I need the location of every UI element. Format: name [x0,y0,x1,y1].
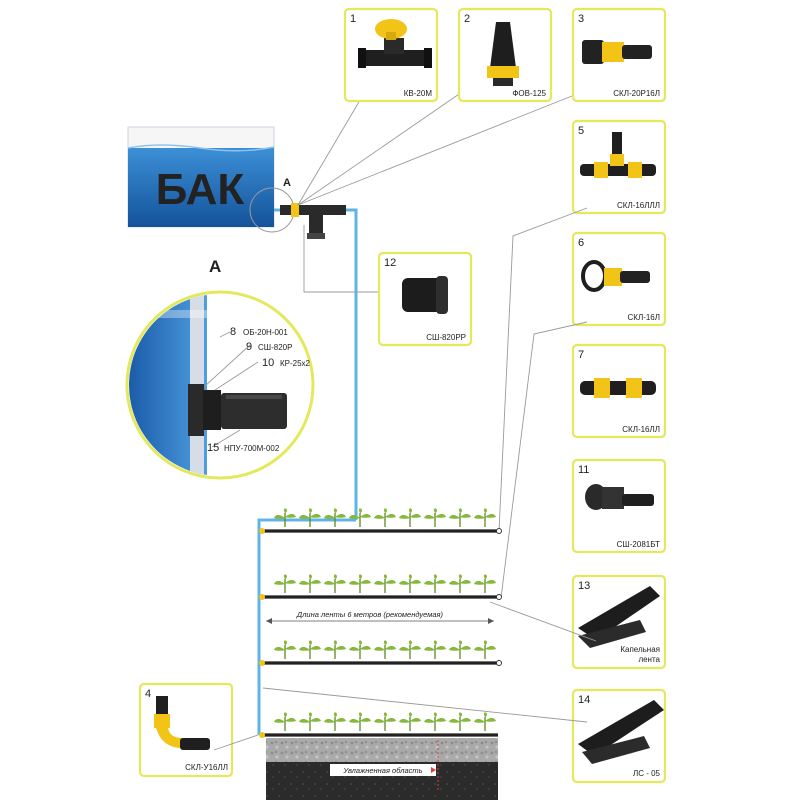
inset-num-9: 9 [246,341,252,353]
filter-icon [487,22,519,86]
part-card-7: 7 СКЛ-16ЛЛ [571,343,667,439]
inset-num-8: 8 [230,326,236,338]
part-code-6: СКЛ-16Л [628,313,661,322]
part-num-1: 1 [350,13,356,25]
part-code-11: СШ-2081БТ [617,540,660,549]
part-code-7: СКЛ-16ЛЛ [622,425,660,434]
part-code-13-line1: Капельная [620,645,660,654]
adapter-icon [585,484,654,510]
part-num-11: 11 [578,464,589,476]
inset-code-8: ОБ-20Н-001 [243,328,288,337]
part-code-14: ЛС - 05 [633,769,661,778]
wet-area-label: Увлажненная область [342,766,422,775]
soil-section: Увлажненная область [266,738,498,800]
part-code-12: СШ-820РР [426,333,466,342]
inset-callout-a: A [209,257,221,276]
part-card-2: 2 ФОВ-125 [457,7,553,103]
part-code-2: ФОВ-125 [512,89,546,98]
inset-code-9: СШ-820Р [258,343,292,352]
coupling-threaded-icon [582,40,652,64]
part-card-3: 3 СКЛ-20Р16Л [571,7,667,103]
part-card-12: 12 СШ-820РР [377,251,473,347]
end-plug-icon [581,260,650,292]
inset-label-8: 8 ОБ-20Н-001 [230,326,288,338]
tank: БАК [127,126,275,228]
end-cap-icon [402,276,448,314]
main-pipe [257,208,358,735]
part-code-4: СКЛ-У16ЛЛ [185,763,228,772]
plants-row-4 [273,711,497,732]
drip-row-1 [259,528,502,534]
inset-a [125,290,315,480]
part-code-3: СКЛ-20Р16Л [613,89,660,98]
inset-code-15: НПУ-700М-002 [224,444,280,453]
inset-label-9: 9 СШ-820Р [246,341,292,353]
part-code-13-line2: лента [638,655,660,664]
inset-code-10: КР-25х2 [280,359,311,368]
part-card-6: 6 СКЛ-16Л [571,231,667,327]
inset-num-15: 15 [207,442,219,454]
part-card-1: 1 КВ-20М [343,7,439,103]
inset-label-15: 15 НПУ-700М-002 [207,442,280,454]
plants-row-1 [273,507,497,528]
part-card-5: 5 СКЛ-16ЛЛЛ [571,119,667,215]
drip-row-3 [259,660,502,666]
tee-fitting [280,203,346,239]
part-num-6: 6 [578,237,584,249]
part-num-7: 7 [578,349,584,361]
part-num-3: 3 [578,13,584,25]
part-num-4: 4 [145,688,151,700]
part-code-1: КВ-20М [404,89,433,98]
part-num-14: 14 [578,694,590,706]
part-card-14: 14 ЛС - 05 [571,688,667,784]
tape-strip-icon [578,700,664,764]
part-card-13: 13 Капельная лента [571,574,667,670]
plants-row-3 [273,639,497,660]
inset-label-10: 10 КР-25х2 [262,357,311,369]
elbow-connector-icon [154,696,210,750]
part-num-5: 5 [578,125,584,137]
part-num-2: 2 [464,13,470,25]
tee-connector-icon [580,132,656,178]
part-code-5: СКЛ-16ЛЛЛ [617,201,660,210]
part-card-11: 11 СШ-2081БТ [571,458,667,554]
tank-label: БАК [156,165,245,214]
tape-length-label: Длина ленты 6 метров (рекомендуемая) [296,610,444,619]
inset-num-10: 10 [262,357,274,369]
part-card-4: 4 СКЛ-У16ЛЛ [138,682,234,778]
part-num-13: 13 [578,580,590,592]
straight-connector-icon [580,378,656,398]
callout-a-small: A [283,177,291,189]
part-num-12: 12 [384,257,396,269]
drip-row-4 [259,732,498,738]
ball-valve-icon [358,19,432,68]
tape-length-dimension: Длина ленты 6 метров (рекомендуемая) [266,610,494,624]
drip-row-2 [259,594,502,600]
plants-row-2 [273,573,497,594]
